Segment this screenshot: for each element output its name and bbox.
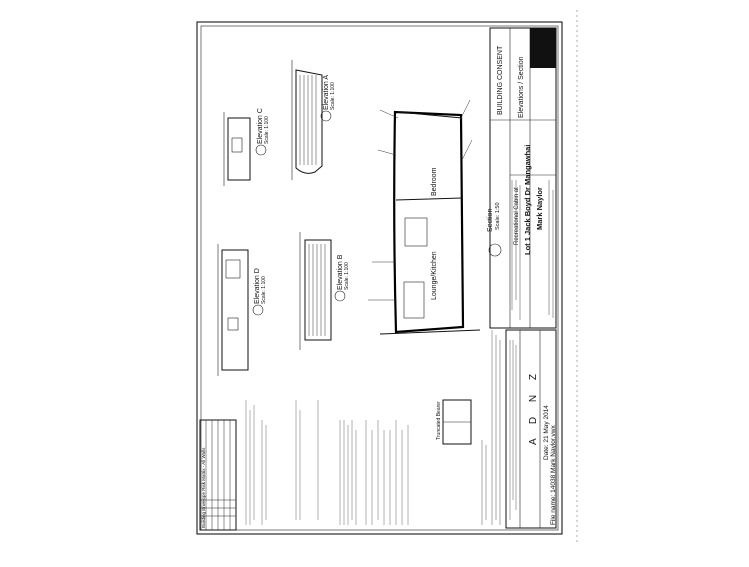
elevation-d-title: Elevation D	[254, 268, 261, 304]
truncated-bearer-label: Truncated Bearer	[436, 401, 442, 440]
elevation-b: Elevation B Scale: 1:100	[299, 232, 350, 350]
risk-matrix-table: Building Envelope Risk Matrix - All Wall…	[199, 419, 237, 531]
elevation-d-scale: Scale: 1:100	[261, 276, 267, 304]
risk-matrix-title: Building Envelope Risk Matrix - All Wall…	[201, 447, 206, 528]
sheet-number: A04	[543, 47, 550, 60]
elevation-a-scale: Scale: 1:100	[330, 82, 336, 110]
elevation-c-scale: Scale: 1:100	[264, 116, 270, 144]
elevation-a-title: Elevation A	[323, 75, 330, 110]
notes-column	[481, 330, 501, 525]
project-heading: Recreational Cabin at	[514, 187, 520, 245]
section-drawing: Bedroom Lounge/Kitchen Section Scale: 1:…	[368, 99, 502, 335]
elevation-b-scale: Scale: 1:100	[344, 262, 350, 290]
sheet-number-box	[530, 28, 556, 68]
section-scale: Scale: 1:50	[495, 202, 501, 230]
section-title: Section	[487, 209, 494, 232]
title-block: A04 BUILDING CONSENT Elevations / Sectio…	[489, 27, 557, 329]
truncated-bearer-detail: Truncated Bearer	[436, 399, 472, 445]
lounge-kitchen-label: Lounge/Kitchen	[431, 251, 438, 300]
project-line2: Mark Naylor	[535, 187, 544, 230]
project-line1: Lot 1 Jack Boyd Dr Mangawhai	[523, 145, 532, 255]
elevation-c: Elevation C Scale: 1:100	[223, 108, 270, 186]
file-text: File name: 14038 Mark Naylor.vwx	[550, 425, 557, 525]
company-name: A D N Z	[528, 368, 539, 445]
sheet-title: Elevations / Section	[518, 56, 525, 118]
bedroom-label: Bedroom	[431, 167, 438, 196]
date-text: Date: 21 May 2014	[543, 405, 550, 460]
elevation-a: Elevation A Scale: 1:100	[291, 60, 336, 180]
company-block: A D N Z Date: 21 May 2014 File name: 140…	[505, 329, 557, 529]
sheet-border	[196, 21, 563, 535]
elevation-c-title: Elevation C	[257, 108, 264, 144]
elevation-b-title: Elevation B	[337, 254, 344, 290]
elevation-d: Elevation D Scale: 1:100	[217, 244, 267, 376]
spec-notes	[245, 400, 409, 525]
consent-label: BUILDING CONSENT	[497, 45, 504, 115]
sheet-inner-border	[200, 25, 559, 531]
